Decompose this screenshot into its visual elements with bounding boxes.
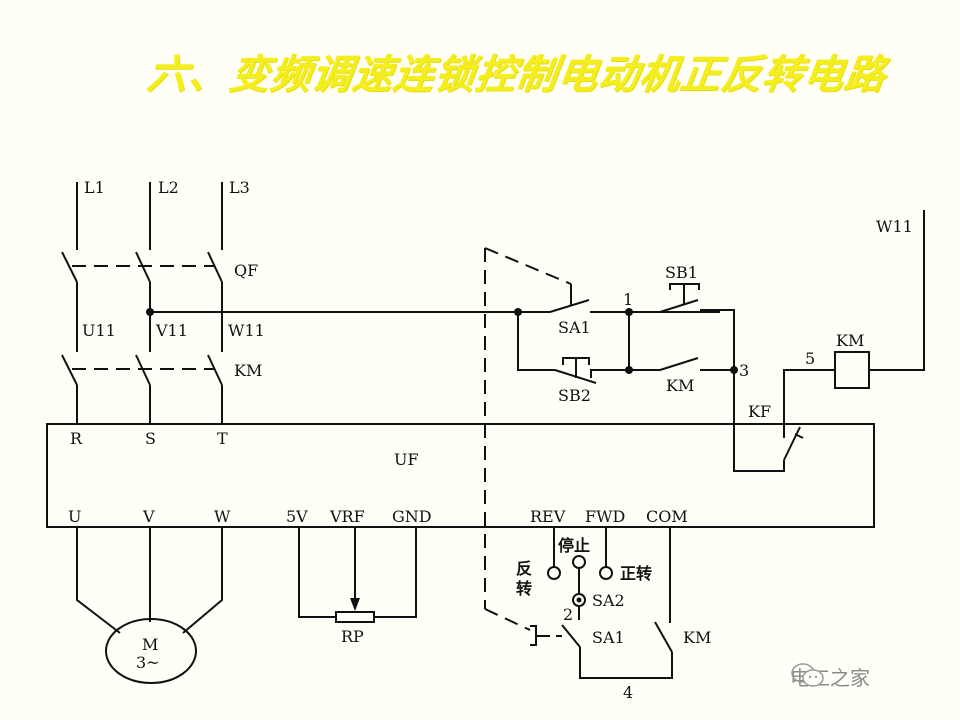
motor-label-phase: 3~ [136, 653, 160, 672]
label-sa1-top: SA1 [558, 318, 591, 337]
label-rev-1: 反 [516, 559, 532, 578]
label-sb1: SB1 [665, 263, 698, 282]
terminal-fwd-contact [599, 566, 613, 580]
inverter-uf-box [46, 423, 875, 528]
power-lines: L1 L2 L3 [76, 178, 250, 250]
motor-label-m: M [142, 635, 158, 654]
km-aux-contact [659, 357, 699, 371]
contactor-km-main: KM [61, 354, 262, 424]
junction-v11 [146, 308, 154, 316]
label-node-5: 5 [805, 349, 815, 368]
sb1-contact [659, 299, 699, 313]
node-3 [730, 366, 738, 374]
label-qf: QF [234, 261, 258, 280]
terminal-t: T [217, 429, 228, 448]
terminal-fwd: FWD [585, 507, 625, 526]
km-coil [834, 351, 870, 389]
potentiometer-rp: RP [298, 527, 417, 646]
terminal-u: U [68, 507, 81, 526]
inverter-label-uf: UF [394, 450, 419, 469]
label-sa2: SA2 [592, 591, 625, 610]
label-w11-right: W11 [876, 217, 913, 236]
terminal-w: W [214, 507, 231, 526]
label-u11: U11 [82, 321, 116, 340]
sa1-mechanical-link [484, 247, 572, 631]
label-fwd: 正转 [620, 564, 652, 583]
label-l2: L2 [158, 178, 179, 197]
km-bottom-contact [654, 621, 673, 653]
motor-circle [105, 618, 197, 684]
wiper-arrow-icon [350, 598, 360, 611]
sa1-contact [549, 299, 590, 313]
label-rev-2: 转 [516, 579, 532, 598]
label-km-aux: KM [666, 376, 694, 395]
resistor-body [335, 611, 375, 623]
label-stop: 停止 [558, 536, 590, 555]
kf-contact [783, 426, 801, 461]
terminal-gnd: GND [392, 507, 432, 526]
terminal-r: R [70, 429, 83, 448]
label-rp: RP [341, 627, 364, 646]
label-node-3: 3 [739, 361, 749, 380]
control-circuit: SA1 1 SB1 SB2 3 KM KF 5 KM [514, 210, 925, 472]
label-km-bottom: KM [683, 628, 711, 647]
watermark: 电工之家 [790, 662, 870, 691]
label-km-main: KM [234, 361, 262, 380]
breaker-qf: QF [61, 251, 258, 352]
terminal-rev: REV [530, 507, 566, 526]
terminal-v: V [142, 507, 155, 526]
label-l3: L3 [229, 178, 250, 197]
label-v11: V11 [155, 321, 188, 340]
terminal-5v: 5V [286, 507, 308, 526]
label-w11: W11 [228, 321, 265, 340]
label-kf: KF [748, 402, 771, 421]
sa1-bottom-contact [561, 624, 581, 648]
label-sb2: SB2 [558, 386, 591, 405]
selector-circuit: 反 转 停止 正转 SA2 2 SA1 4 KM [516, 527, 711, 702]
terminal-com: COM [646, 507, 688, 526]
terminal-stop-contact [572, 555, 586, 569]
label-node-2: 2 [563, 605, 573, 624]
label-node-4: 4 [623, 683, 633, 702]
motor-m: M 3~ [76, 527, 223, 684]
label-sa1-bottom: SA1 [592, 628, 625, 647]
wechat-icon [791, 663, 824, 687]
terminal-rev-contact [547, 566, 561, 580]
terminal-s: S [145, 429, 156, 448]
label-node-1: 1 [623, 290, 633, 309]
label-km-coil: KM [836, 331, 864, 350]
terminal-vrf: VRF [329, 507, 365, 526]
label-l1: L1 [84, 178, 105, 197]
